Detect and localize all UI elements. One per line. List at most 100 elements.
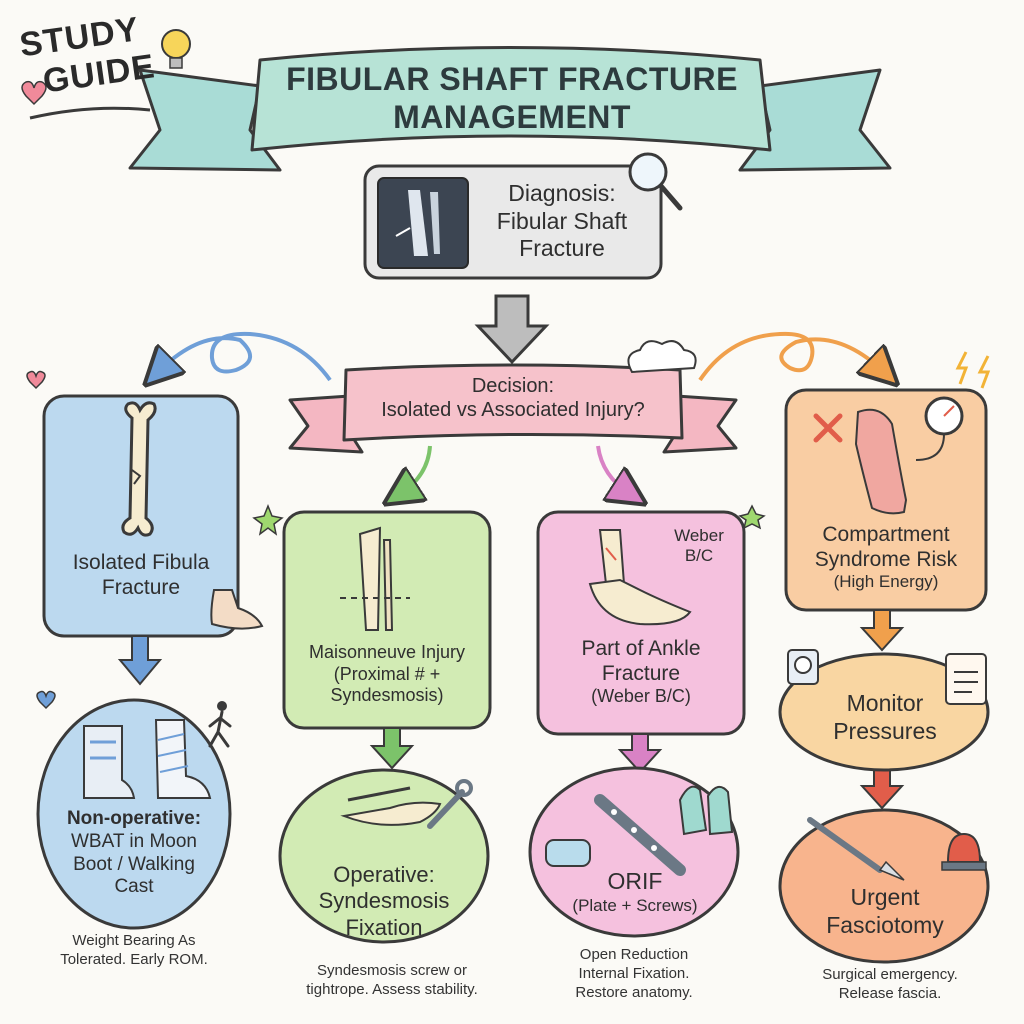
isolated-treatment-line3: Boot / Walking [73, 853, 195, 875]
boot-icon [83, 725, 136, 799]
maisonneuve-caption-line1: Syndesmosis screw or [316, 962, 468, 979]
plate-icon [594, 794, 686, 876]
compartment-caption: Surgical emergency. Release fascia. [800, 966, 980, 1004]
arrow-to-compartment [698, 331, 884, 380]
fasciotomy-text: Urgent Fasciotomy [810, 884, 960, 939]
maisonneuve-caption: Syndesmosis screw or tightrope. Assess s… [284, 962, 500, 1000]
ankle-caption-line3: Restore anatomy. [575, 983, 693, 1001]
maisonneuve-treatment-line3: Fixation [345, 914, 423, 940]
title-line2: MANAGEMENT [393, 99, 631, 136]
scalpel-icon [807, 817, 905, 881]
diagnosis-text: Diagnosis: Fibular Shaft Fracture [472, 180, 652, 263]
gauge-icon [915, 396, 964, 461]
cast-icon [154, 719, 212, 799]
page-title: FIBULAR SHAFT FRACTURE MANAGEMENT [262, 60, 762, 137]
fasciotomy-line2: Fasciotomy [826, 911, 944, 938]
walker-icon [208, 701, 232, 748]
arrow-to-maisonneuve [400, 445, 432, 494]
compartment-node-line1: Compartment [822, 523, 950, 546]
ankle-tag-line2: B/C [684, 546, 714, 566]
heart-icon [21, 80, 56, 710]
siren-icon [941, 832, 987, 871]
isolated-treatment-line4: Cast [114, 876, 154, 898]
lightning-icon [955, 351, 991, 389]
isolated-caption: Weight Bearing As Tolerated. Early ROM. [34, 932, 234, 970]
cloud-icon [627, 340, 697, 374]
maisonneuve-treatment-line1: Operative: [333, 862, 435, 887]
diagnosis-line3: Fracture [519, 235, 605, 262]
mask-icon [545, 839, 591, 867]
title-ribbon [128, 46, 892, 172]
bone-icon [121, 401, 157, 537]
ankle-bones-icon [588, 529, 692, 626]
ankle-tag: Weber B/C [664, 526, 734, 567]
cross-icon [813, 413, 843, 443]
arrow-compartment-monitor [859, 609, 905, 652]
isolated-node-line1: Isolated Fibula [72, 551, 210, 574]
isolated-node-text: Isolated Fibula Fracture [48, 550, 234, 600]
diagnosis-line2: Fibular Shaft [496, 207, 628, 234]
wrench-icon [427, 779, 473, 829]
maisonneuve-caption-line2: tightrope. Assess stability. [306, 980, 478, 998]
isolated-caption-line1: Weight Bearing As [72, 932, 196, 949]
fasciotomy-line1: Urgent [850, 884, 920, 910]
maisonneuve-node-text: Maisonneuve Injury (Proximal # + Syndesm… [288, 642, 486, 707]
ankle-treatment-line2: (Plate + Screws) [572, 895, 698, 915]
arrow-monitor-fasciotomy [859, 769, 905, 810]
decision-line1: Decision: [471, 375, 555, 397]
screw-foot-icon [340, 786, 442, 826]
foot-icon [210, 589, 264, 630]
maisonneuve-treatment-line2: Syndesmosis [318, 888, 450, 914]
arrow-to-isolated [158, 331, 332, 380]
isolated-treatment-line2: WBAT in Moon [70, 830, 197, 852]
magnifier-icon [628, 152, 683, 211]
arrow-ankle-treatment [617, 733, 663, 774]
compartment-node-line2: Syndrome Risk [814, 548, 958, 572]
gloves-icon [678, 785, 734, 836]
title-line1: FIBULAR SHAFT FRACTURE [286, 61, 738, 97]
ankle-treatment-line1: ORIF [607, 868, 663, 894]
maisonneuve-node-line2: (Proximal # + [333, 663, 441, 684]
ankle-tag-line1: Weber [674, 526, 724, 545]
compartment-caption-line1: Surgical emergency. [822, 966, 958, 983]
decision-line2: Isolated vs Associated Injury? [381, 399, 645, 421]
compartment-caption-line2: Release fascia. [838, 984, 942, 1002]
ankle-node-line2: Fracture [601, 662, 681, 686]
maisonneuve-node-line1: Maisonneuve Injury [308, 642, 466, 662]
monitor-line1: Monitor [846, 690, 924, 716]
arrow-to-ankle [596, 445, 630, 494]
arrow-diagnosis-decision [474, 294, 550, 365]
arrow-isolated-treatment [117, 635, 163, 686]
star-icon [252, 503, 766, 536]
isolated-caption-line2: Tolerated. Early ROM. [60, 950, 208, 968]
ankle-node-line1: Part of Ankle [581, 637, 701, 660]
maisonneuve-node-line3: Syndesmosis) [330, 685, 444, 706]
isolated-node-line2: Fracture [101, 576, 181, 600]
maisonneuve-treatment-text: Operative: Syndesmosis Fixation [296, 862, 472, 941]
compartment-node-line3: (High Energy) [833, 572, 939, 592]
xray-icon [377, 177, 469, 269]
decision-text: Decision: Isolated vs Associated Injury? [346, 374, 680, 422]
ankle-caption: Open Reduction Internal Fixation. Restor… [554, 946, 714, 1002]
maisonneuve-treatment-oval [278, 768, 490, 944]
monitor-text: Monitor Pressures [810, 690, 960, 745]
leg-icon [854, 408, 908, 515]
ankle-treatment-text: ORIF (Plate + Screws) [560, 868, 710, 916]
arrow-maisonneuve-treatment [369, 727, 415, 770]
isolated-treatment-line1: Non-operative: [66, 808, 202, 829]
ankle-caption-line2: Internal Fixation. [578, 964, 690, 982]
decision-ribbon [288, 363, 738, 454]
lightbulb-icon [161, 29, 191, 69]
tibia-fibula-icon [340, 526, 410, 631]
ankle-node-text: Part of Ankle Fracture (Weber B/C) [542, 636, 740, 708]
diagnosis-line1: Diagnosis: [508, 180, 616, 206]
clipboard-icon [945, 653, 987, 705]
monitor-line2: Pressures [833, 717, 937, 744]
ankle-caption-line1: Open Reduction [579, 946, 689, 963]
fasciotomy-oval [778, 808, 990, 964]
ankle-node-line3: (Weber B/C) [591, 686, 691, 707]
isolated-treatment-text: Non-operative: WBAT in Moon Boot / Walki… [44, 808, 224, 899]
pressure-gauge-icon [787, 649, 819, 685]
compartment-node-text: Compartment Syndrome Risk (High Energy) [790, 522, 982, 593]
